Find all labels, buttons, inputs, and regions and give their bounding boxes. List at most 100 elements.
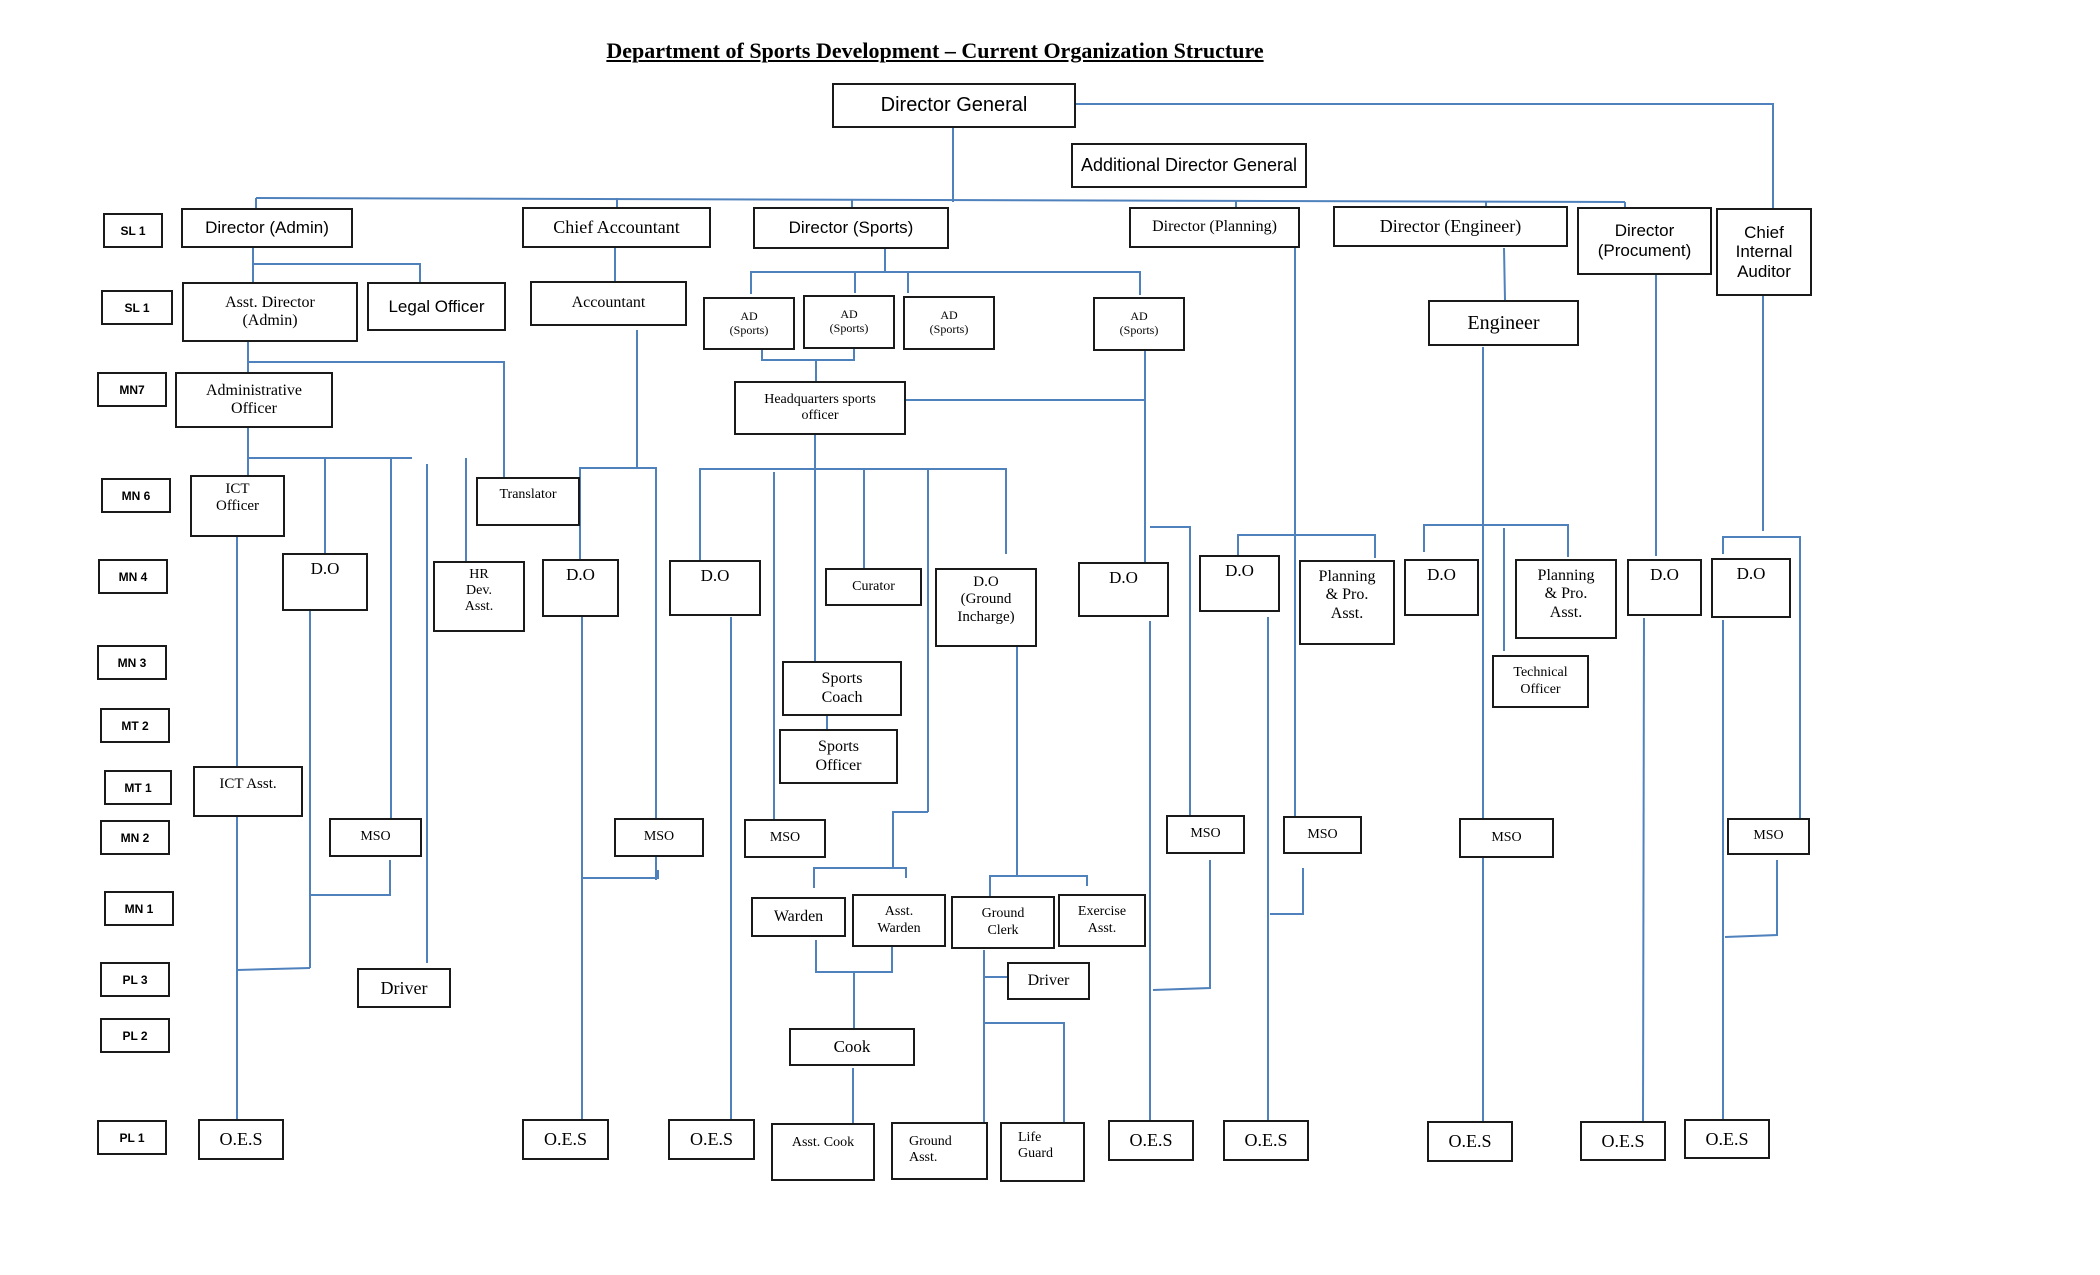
connector	[892, 811, 928, 868]
node-hr-dev-asst[interactable]: HR Dev. Asst.	[433, 561, 525, 632]
connector	[248, 361, 505, 478]
node-administrative-officer[interactable]: Administrative Officer	[175, 372, 333, 428]
node-ad-sports-1[interactable]: AD (Sports)	[703, 297, 795, 350]
grade-label: MN 1	[104, 891, 174, 926]
connector	[1722, 536, 1801, 818]
grade-label: MN 6	[101, 478, 171, 513]
node-ad-sports-2[interactable]: AD (Sports)	[803, 295, 895, 349]
connector	[1724, 860, 1778, 938]
node-do-planning[interactable]: D.O	[1199, 555, 1280, 612]
node-director-engineer[interactable]: Director (Engineer)	[1333, 206, 1568, 247]
node-do-engineer[interactable]: D.O	[1404, 559, 1479, 616]
node-technical-officer[interactable]: Technical Officer	[1492, 655, 1589, 708]
node-oes-engineer[interactable]: O.E.S	[1427, 1121, 1513, 1162]
connector	[310, 860, 391, 896]
connector	[582, 870, 659, 879]
grade-label: MN 4	[98, 559, 168, 594]
node-do-sports-1[interactable]: D.O	[669, 560, 761, 616]
node-ict-officer[interactable]: ICT Officer	[190, 475, 285, 537]
node-warden[interactable]: Warden	[751, 897, 846, 937]
connector	[236, 967, 311, 971]
node-do-ground-incharge[interactable]: D.O (Ground Incharge)	[935, 568, 1037, 647]
node-mso-accounts[interactable]: MSO	[614, 818, 704, 857]
node-do-admin[interactable]: D.O	[282, 553, 368, 611]
node-ad-sports-3[interactable]: AD (Sports)	[903, 296, 995, 350]
chart-title: Department of Sports Development – Curre…	[606, 38, 1264, 63]
grade-label: PL 1	[97, 1120, 167, 1155]
node-mso-engineer[interactable]: MSO	[1459, 818, 1554, 858]
connector	[1423, 524, 1569, 557]
connector	[1503, 247, 1506, 301]
grade-label: MN7	[97, 372, 167, 407]
grade-label: MN 3	[97, 645, 167, 680]
connector	[699, 468, 1007, 560]
node-ad-sports-4[interactable]: AD (Sports)	[1093, 297, 1185, 351]
connector	[1152, 860, 1211, 991]
connector	[1150, 526, 1191, 817]
node-sports-officer[interactable]: Sports Officer	[779, 729, 898, 784]
node-director-admin[interactable]: Director (Admin)	[181, 208, 353, 248]
connector	[813, 867, 907, 888]
node-director-procurement[interactable]: Director (Procument)	[1577, 207, 1712, 275]
connector	[1237, 534, 1376, 558]
connector	[253, 263, 421, 283]
node-asst-cook[interactable]: Asst. Cook	[771, 1123, 875, 1181]
node-asst-director-admin[interactable]: Asst. Director (Admin)	[182, 282, 358, 342]
node-chief-internal-auditor[interactable]: Chief Internal Auditor	[1716, 208, 1812, 296]
node-cook[interactable]: Cook	[789, 1028, 915, 1066]
node-sports-coach[interactable]: Sports Coach	[782, 661, 902, 716]
node-do-sports-2[interactable]: D.O	[1078, 562, 1169, 617]
node-oes-admin[interactable]: O.E.S	[198, 1119, 284, 1160]
grade-label: MN 2	[100, 820, 170, 855]
connector	[1642, 617, 1645, 1123]
node-legal-officer[interactable]: Legal Officer	[367, 282, 506, 331]
connector	[761, 347, 855, 361]
node-oes-sports-2[interactable]: O.E.S	[1108, 1120, 1194, 1161]
node-planning-pro-asst-1[interactable]: Planning & Pro. Asst.	[1299, 560, 1395, 645]
node-do-procurement[interactable]: D.O	[1627, 559, 1702, 616]
node-curator[interactable]: Curator	[825, 568, 922, 606]
node-director-general[interactable]: Director General	[832, 83, 1076, 128]
grade-label: SL 1	[101, 290, 173, 325]
node-mso-admin[interactable]: MSO	[329, 818, 422, 857]
node-mso-sports[interactable]: MSO	[744, 819, 826, 858]
node-accountant[interactable]: Accountant	[530, 281, 687, 326]
connector	[984, 1022, 1065, 1125]
node-ground-clerk[interactable]: Ground Clerk	[951, 896, 1055, 949]
connector	[750, 271, 1141, 295]
node-mso-planning[interactable]: MSO	[1283, 816, 1362, 854]
node-additional-director-general[interactable]: Additional Director General	[1071, 143, 1307, 188]
node-mso-auditor[interactable]: MSO	[1727, 818, 1810, 855]
grade-label: MT 2	[100, 708, 170, 743]
connector	[1076, 103, 1774, 210]
node-director-planning[interactable]: Director (Planning)	[1129, 207, 1300, 248]
connector	[255, 197, 1626, 203]
grade-label: MT 1	[104, 770, 172, 805]
node-oes-planning[interactable]: O.E.S	[1223, 1120, 1309, 1161]
node-driver-admin[interactable]: Driver	[357, 968, 451, 1008]
node-oes-auditor[interactable]: O.E.S	[1684, 1119, 1770, 1159]
grade-label: SL 1	[103, 213, 163, 248]
node-do-auditor[interactable]: D.O	[1711, 558, 1791, 618]
node-do-accounts[interactable]: D.O	[542, 559, 619, 617]
node-oes-accounts[interactable]: O.E.S	[522, 1119, 609, 1160]
node-mso-sports-2[interactable]: MSO	[1166, 815, 1245, 854]
node-engineer[interactable]: Engineer	[1428, 300, 1579, 346]
node-hq-sports-officer[interactable]: Headquarters sports officer	[734, 381, 906, 435]
node-asst-warden[interactable]: Asst. Warden	[852, 894, 946, 947]
node-oes-procurement[interactable]: O.E.S	[1580, 1121, 1666, 1161]
node-oes-sports[interactable]: O.E.S	[668, 1119, 755, 1160]
node-translator[interactable]: Translator	[476, 477, 580, 526]
node-director-sports[interactable]: Director (Sports)	[753, 207, 949, 249]
connector	[579, 467, 657, 880]
grade-label: PL 3	[100, 962, 170, 997]
node-driver-sports[interactable]: Driver	[1007, 962, 1090, 1000]
node-exercise-asst[interactable]: Exercise Asst.	[1058, 894, 1146, 947]
node-ground-asst[interactable]: Ground Asst.	[891, 1122, 988, 1180]
node-ict-asst[interactable]: ICT Asst.	[193, 766, 303, 817]
node-life-guard[interactable]: Life Guard	[1000, 1122, 1085, 1182]
grade-label: PL 2	[100, 1018, 170, 1053]
node-planning-pro-asst-2[interactable]: Planning & Pro. Asst.	[1515, 559, 1617, 639]
node-chief-accountant[interactable]: Chief Accountant	[522, 207, 711, 248]
